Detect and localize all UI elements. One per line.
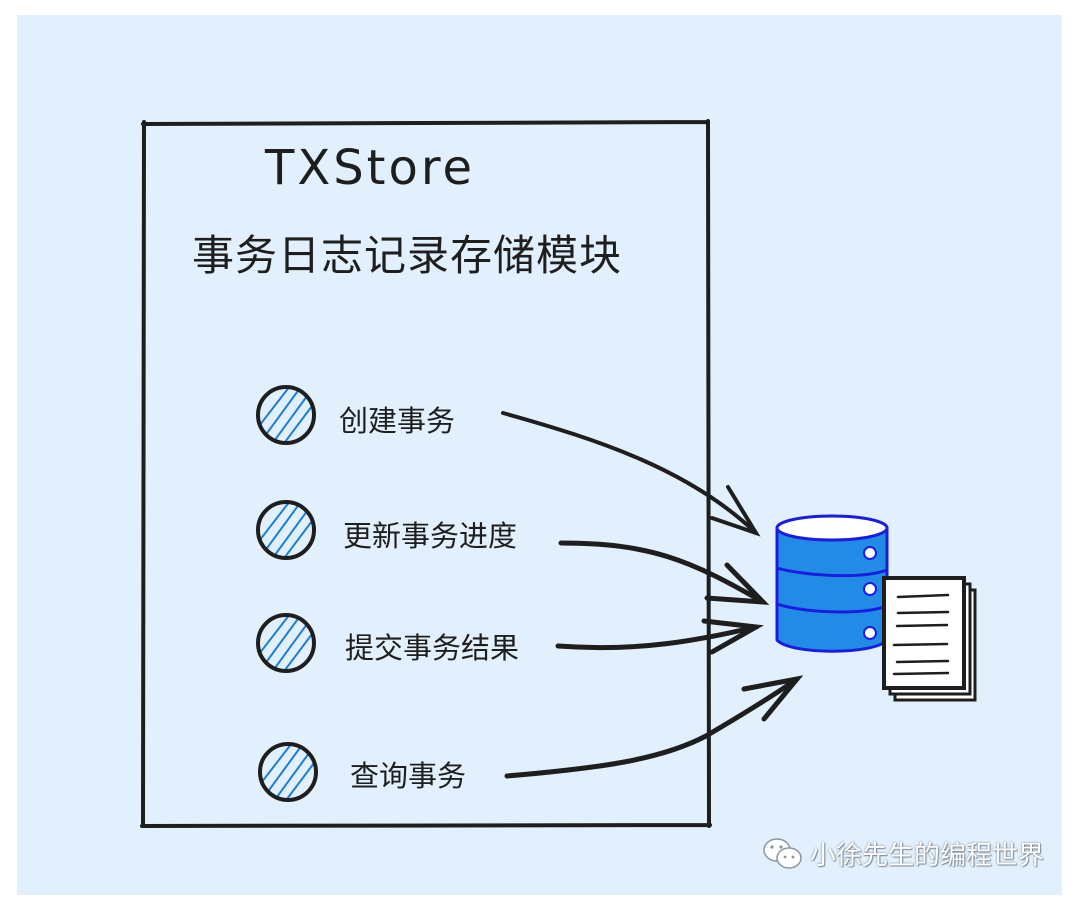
bullet-icon xyxy=(258,742,318,802)
bullet-icon xyxy=(256,613,316,673)
arrow-update xyxy=(558,540,770,605)
wechat-icon xyxy=(763,837,802,869)
txstore-module-box xyxy=(140,119,712,828)
database-icon xyxy=(775,514,889,653)
item-query-transaction: 查询事务 xyxy=(350,759,467,793)
watermark: 小徐先生的编程世界 xyxy=(762,835,1044,872)
item-update-progress: 更新事务进度 xyxy=(343,519,518,553)
arrow-query xyxy=(504,675,804,779)
watermark-text: 小徐先生的编程世界 xyxy=(810,841,1045,871)
bullet-icon xyxy=(256,385,316,445)
bullet-icon xyxy=(256,500,316,560)
diagram-canvas xyxy=(17,15,1062,895)
arrow-commit xyxy=(555,618,764,655)
item-commit-result: 提交事务结果 xyxy=(345,631,520,665)
module-subtitle: 事务日志记录存储模块 xyxy=(192,231,623,280)
document-stack-icon xyxy=(882,576,977,702)
module-title: TXStore xyxy=(265,140,476,196)
item-create-transaction: 创建事务 xyxy=(339,404,456,438)
arrow-create xyxy=(501,411,761,537)
